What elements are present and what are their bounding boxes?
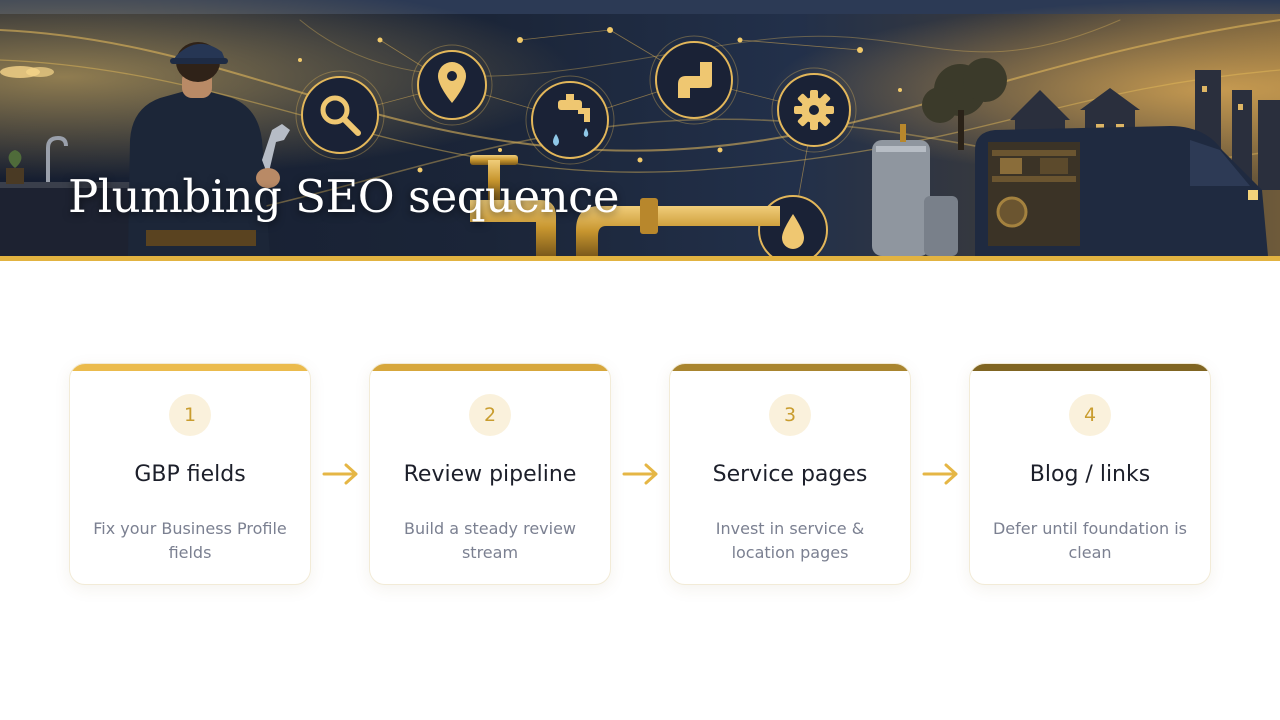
arrow-right-icon [922, 463, 958, 485]
kitchen-scene [0, 66, 160, 256]
step-number-badge: 1 [169, 394, 211, 436]
step-description: Fix your Business Profile fields [93, 519, 287, 562]
step-card-accent-bar [370, 364, 610, 371]
step-title: Review pipeline [403, 462, 577, 487]
step-title: Blog / links [1029, 462, 1151, 487]
hero-icon-pipe [649, 35, 739, 125]
hero-icon-location-pin [411, 44, 493, 126]
hero-icon-faucet [525, 75, 615, 165]
water-heaters [872, 124, 958, 256]
step-card-accent-bar [70, 364, 310, 371]
plumber-figure [128, 42, 290, 256]
step-number-badge: 2 [469, 394, 511, 436]
step-number-badge: 3 [769, 394, 811, 436]
step-description: Invest in service & location pages [715, 519, 865, 562]
step-card-2: 2 Review pipeline Build a steady review … [369, 363, 611, 585]
step-card-accent-bar [970, 364, 1210, 371]
step-title: Service pages [712, 462, 868, 487]
arrow-right-icon [322, 463, 358, 485]
hero-banner: Plumbing SEO sequence [0, 0, 1280, 256]
hero-icon-gear [771, 67, 857, 153]
step-description: Defer until foundation is clean [992, 519, 1187, 562]
page-title: Plumbing SEO sequence [68, 170, 619, 223]
hero-gold-divider [0, 256, 1280, 261]
hero-icon-search [295, 70, 385, 160]
step-description: Build a steady review stream [403, 519, 577, 562]
brass-pipes [470, 155, 780, 256]
step-title: GBP fields [134, 462, 246, 487]
step-card-3: 3 Service pages Invest in service & loca… [669, 363, 911, 585]
tree [922, 58, 1007, 150]
arrow-right-icon [622, 463, 658, 485]
service-van [975, 126, 1268, 256]
step-card-4: 4 Blog / links Defer until foundation is… [969, 363, 1211, 585]
step-number-badge: 4 [1069, 394, 1111, 436]
hero-illustration [0, 0, 1280, 256]
step-card-accent-bar [670, 364, 910, 371]
step-card-1: 1 GBP fields Fix your Business Profile f… [69, 363, 311, 585]
